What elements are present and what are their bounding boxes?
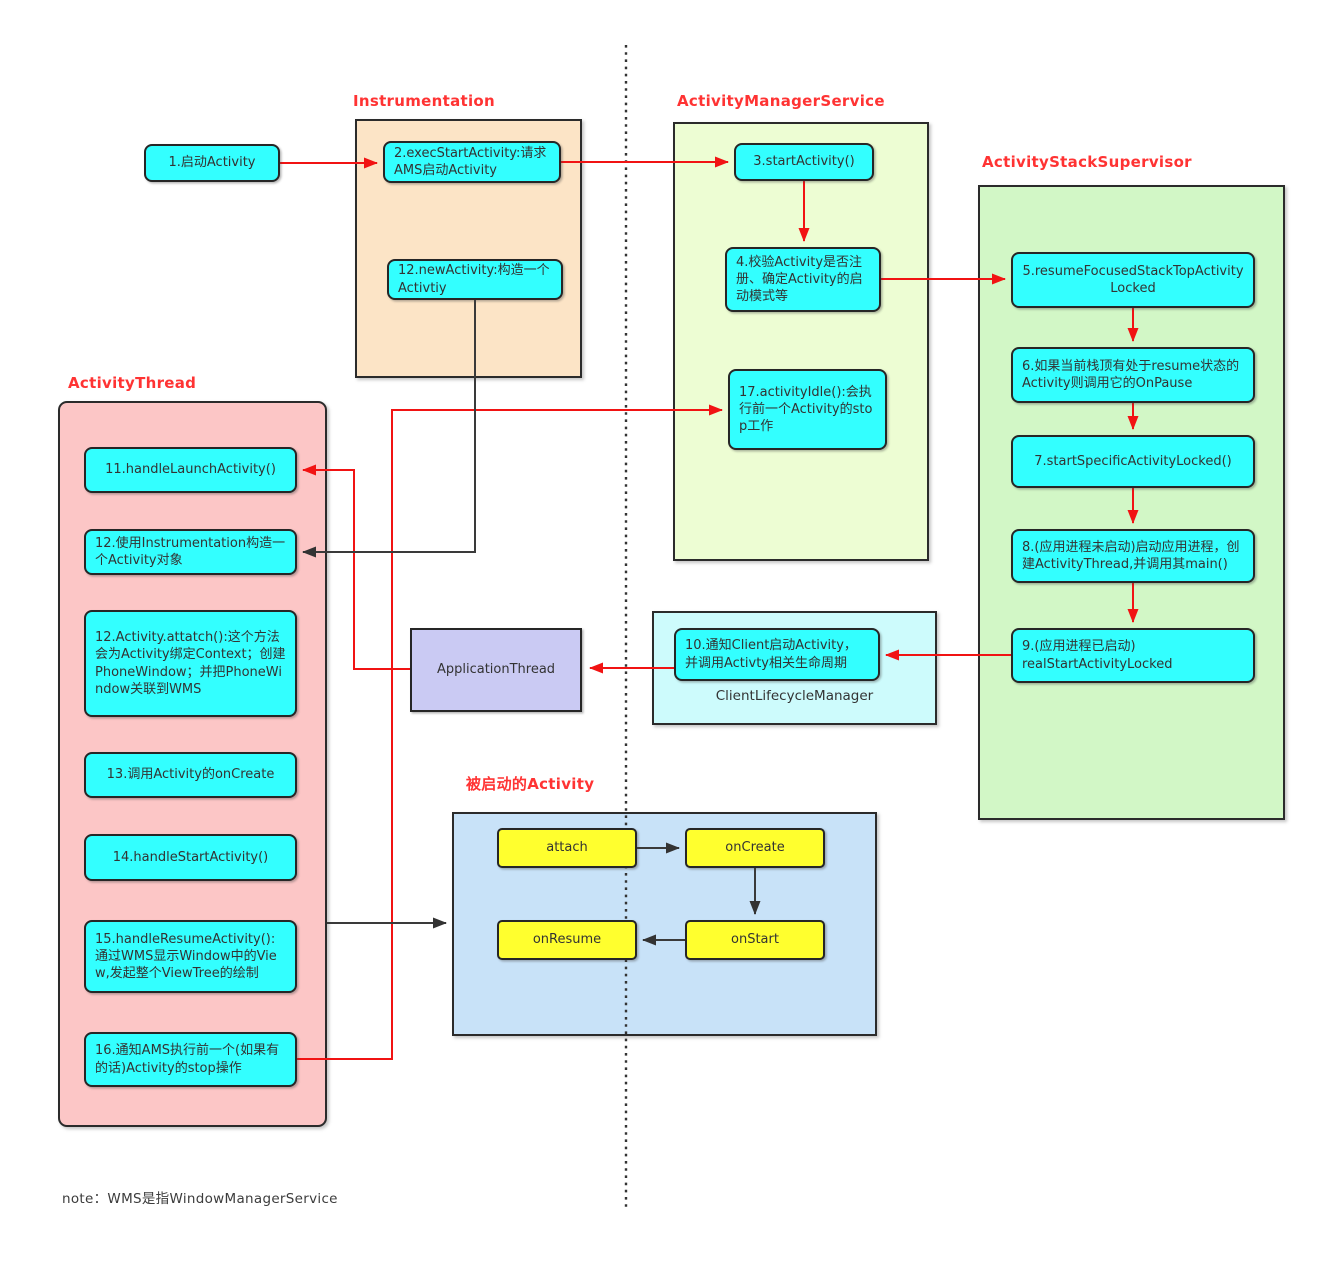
node-17-activity-idle: 17.activityIdle():会执行前一个Activity的stop工作 (728, 369, 887, 450)
lifecycle-attach-box: attach (497, 828, 637, 868)
activity-manager-service-container (673, 122, 929, 561)
node-12-use-instrumentation: 12.使用Instrumentation构造一个Activity对象 (84, 529, 297, 575)
lifecycle-onstart-box: onStart (685, 920, 825, 960)
lifecycle-onresume-box: onResume (497, 920, 637, 960)
node-7-start-specific-activity: 7.startSpecificActivityLocked() (1011, 435, 1255, 488)
node-16-notify-ams-stop: 16.通知AMS执行前一个(如果有的话)Activity的stop操作 (84, 1032, 297, 1087)
client-lifecycle-manager-label: ClientLifecycleManager (715, 688, 874, 704)
activity-thread-title: ActivityThread (68, 374, 197, 392)
node-14-handle-start-activity: 14.handleStartActivity() (84, 834, 297, 881)
node-1-start-activity: 1.启动Activity (144, 144, 280, 182)
node-12-activity-attach: 12.Activity.attatch():这个方法会为Activity绑定Co… (84, 610, 297, 717)
node-13-call-oncreate: 13.调用Activity的onCreate (84, 752, 297, 798)
node-2-exec-start-activity: 2.execStartActivity:请求AMS启动Activity (383, 141, 561, 183)
node-4-verify-activity: 4.校验Activity是否注册、确定Activity的启动模式等 (725, 247, 881, 312)
wms-footnote: note：WMS是指WindowManagerService (62, 1191, 338, 1207)
node-3-start-activity: 3.startActivity() (734, 143, 874, 181)
node-9-real-start-activity: 9.(应用进程已启动) realStartActivityLocked (1011, 628, 1255, 683)
node-12-new-activity: 12.newActivity:构造一个Activtiy (387, 259, 563, 300)
node-15-handle-resume-activity: 15.handleResumeActivity():通过WMS显示Window中… (84, 920, 297, 993)
node-8-start-app-process: 8.(应用进程未启动)启动应用进程，创建ActivityThread,并调用其m… (1011, 529, 1255, 583)
node-6-onpause-top-activity: 6.如果当前栈顶有处于resume状态的Activity则调用它的OnPause (1011, 347, 1255, 403)
application-thread-box: ApplicationThread (410, 628, 582, 712)
lifecycle-oncreate-box: onCreate (685, 828, 825, 868)
activity-manager-service-title: ActivityManagerService (677, 92, 885, 110)
activity-stack-supervisor-title: ActivityStackSupervisor (982, 153, 1192, 171)
started-activity-title: 被启动的Activity (466, 775, 595, 793)
node-11-handle-launch-activity: 11.handleLaunchActivity() (84, 447, 297, 493)
node-5-resume-focused-stack: 5.resumeFocusedStackTopActivityLocked (1011, 252, 1255, 308)
node-10-notify-client: 10.通知Client启动Activity，并调用Activty相关生命周期 (674, 628, 880, 681)
instrumentation-title: Instrumentation (353, 92, 496, 110)
